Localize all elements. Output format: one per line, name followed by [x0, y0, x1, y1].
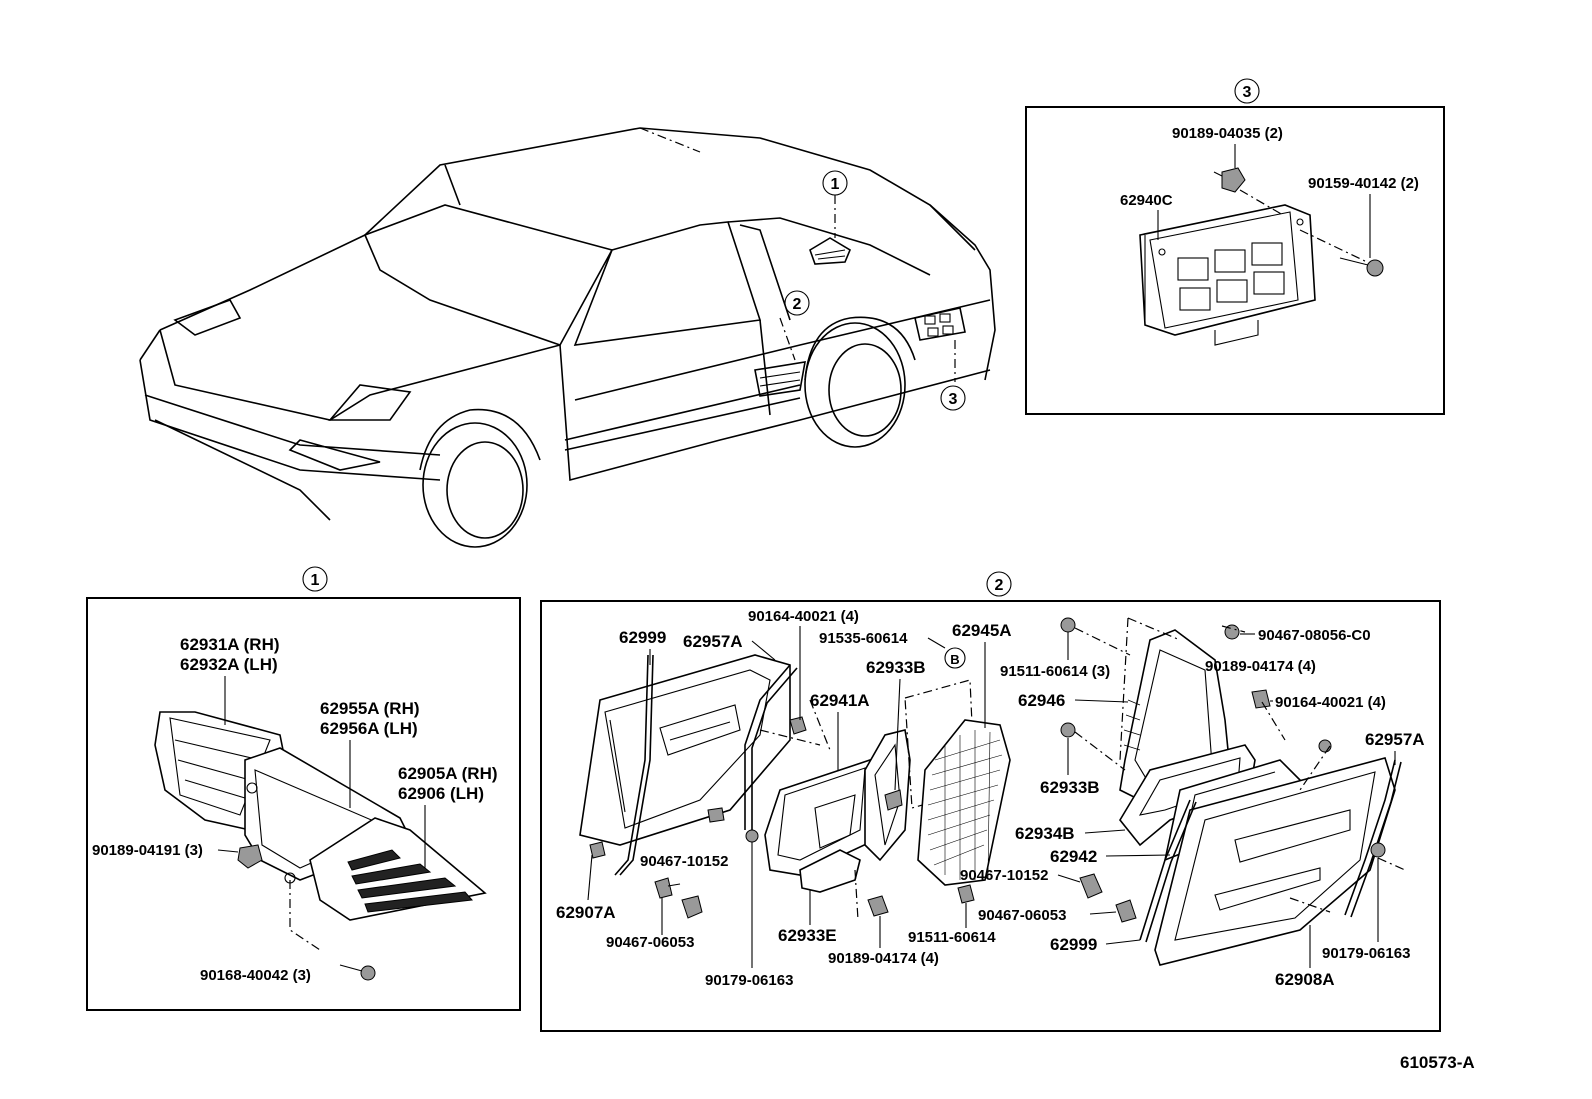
label-91511-60614-right: 91511-60614 (3) — [1000, 663, 1110, 680]
label-62906: 62906 (LH) — [398, 784, 484, 803]
label-62907A: 62907A — [556, 903, 616, 922]
car-callout-2: 2 — [784, 290, 810, 316]
label-62932A: 62932A (LH) — [180, 655, 278, 674]
car-callout-1: 1 — [822, 170, 848, 196]
svg-text:1: 1 — [831, 176, 840, 193]
label-62957A-left: 62957A — [683, 632, 743, 651]
group-1-parts — [154, 711, 487, 981]
group-1-frame — [86, 597, 521, 1011]
label-90189-04035: 90189-04035 (2) — [1172, 125, 1283, 142]
label-62933E: 62933E — [778, 926, 837, 945]
label-90467-08056: 90467-08056-C0 — [1258, 627, 1371, 644]
svg-text:3: 3 — [1243, 84, 1252, 101]
group-3-parts — [1139, 167, 1384, 346]
svg-text:2: 2 — [995, 577, 1004, 594]
svg-text:B: B — [950, 652, 959, 667]
label-90189-04174-left: 90189-04174 (4) — [828, 950, 939, 967]
label-62908A: 62908A — [1275, 970, 1335, 989]
label-62940C: 62940C — [1120, 192, 1173, 209]
group-3-header: 3 — [1234, 78, 1260, 104]
group-2-header: 2 — [986, 571, 1012, 597]
label-90467-10152-left: 90467-10152 — [640, 853, 728, 870]
label-62931A: 62931A (RH) — [180, 635, 280, 654]
figure-code: 610573-A — [1400, 1053, 1475, 1072]
label-90467-10152-right: 90467-10152 — [960, 867, 1048, 884]
label-91511-60614-left: 91511-60614 — [908, 929, 996, 946]
label-90179-06163-left: 90179-06163 — [705, 972, 793, 989]
label-91535-60614: 91535-60614 — [819, 630, 908, 647]
label-62905A: 62905A (RH) — [398, 764, 498, 783]
label-62999-right: 62999 — [1050, 935, 1097, 954]
car-illustration — [139, 127, 996, 548]
label-62942: 62942 — [1050, 847, 1097, 866]
label-90179-06163-right: 90179-06163 — [1322, 945, 1410, 962]
label-62946: 62946 — [1018, 691, 1065, 710]
svg-text:1: 1 — [311, 572, 320, 589]
car-callout-3: 3 — [940, 385, 966, 411]
callout-b: B — [944, 647, 966, 669]
label-62955A: 62955A (RH) — [320, 699, 420, 718]
label-90467-06053-left: 90467-06053 — [606, 934, 694, 951]
label-62934B: 62934B — [1015, 824, 1075, 843]
svg-text:2: 2 — [793, 296, 802, 313]
label-62933B-left: 62933B — [866, 658, 926, 677]
label-90189-04174-right: 90189-04174 (4) — [1205, 658, 1316, 675]
group-2-parts — [579, 617, 1406, 966]
label-90467-06053-right: 90467-06053 — [978, 907, 1066, 924]
label-90189-04191: 90189-04191 (3) — [92, 842, 203, 859]
label-62956A: 62956A (LH) — [320, 719, 418, 738]
label-90164-40021-left: 90164-40021 (4) — [748, 608, 859, 625]
label-62945A: 62945A — [952, 621, 1012, 640]
group-3-frame — [1025, 106, 1445, 415]
label-62933B-right: 62933B — [1040, 778, 1100, 797]
group-2-frame — [540, 600, 1441, 1032]
svg-text:3: 3 — [949, 391, 958, 408]
group-1-header: 1 — [302, 566, 328, 592]
label-90164-40021-right: 90164-40021 (4) — [1275, 694, 1386, 711]
label-62941A: 62941A — [810, 691, 870, 710]
label-62999-left: 62999 — [619, 628, 666, 647]
label-90168-40042: 90168-40042 (3) — [200, 967, 311, 984]
label-62957A-right: 62957A — [1365, 730, 1425, 749]
label-90159-40142: 90159-40142 (2) — [1308, 175, 1419, 192]
